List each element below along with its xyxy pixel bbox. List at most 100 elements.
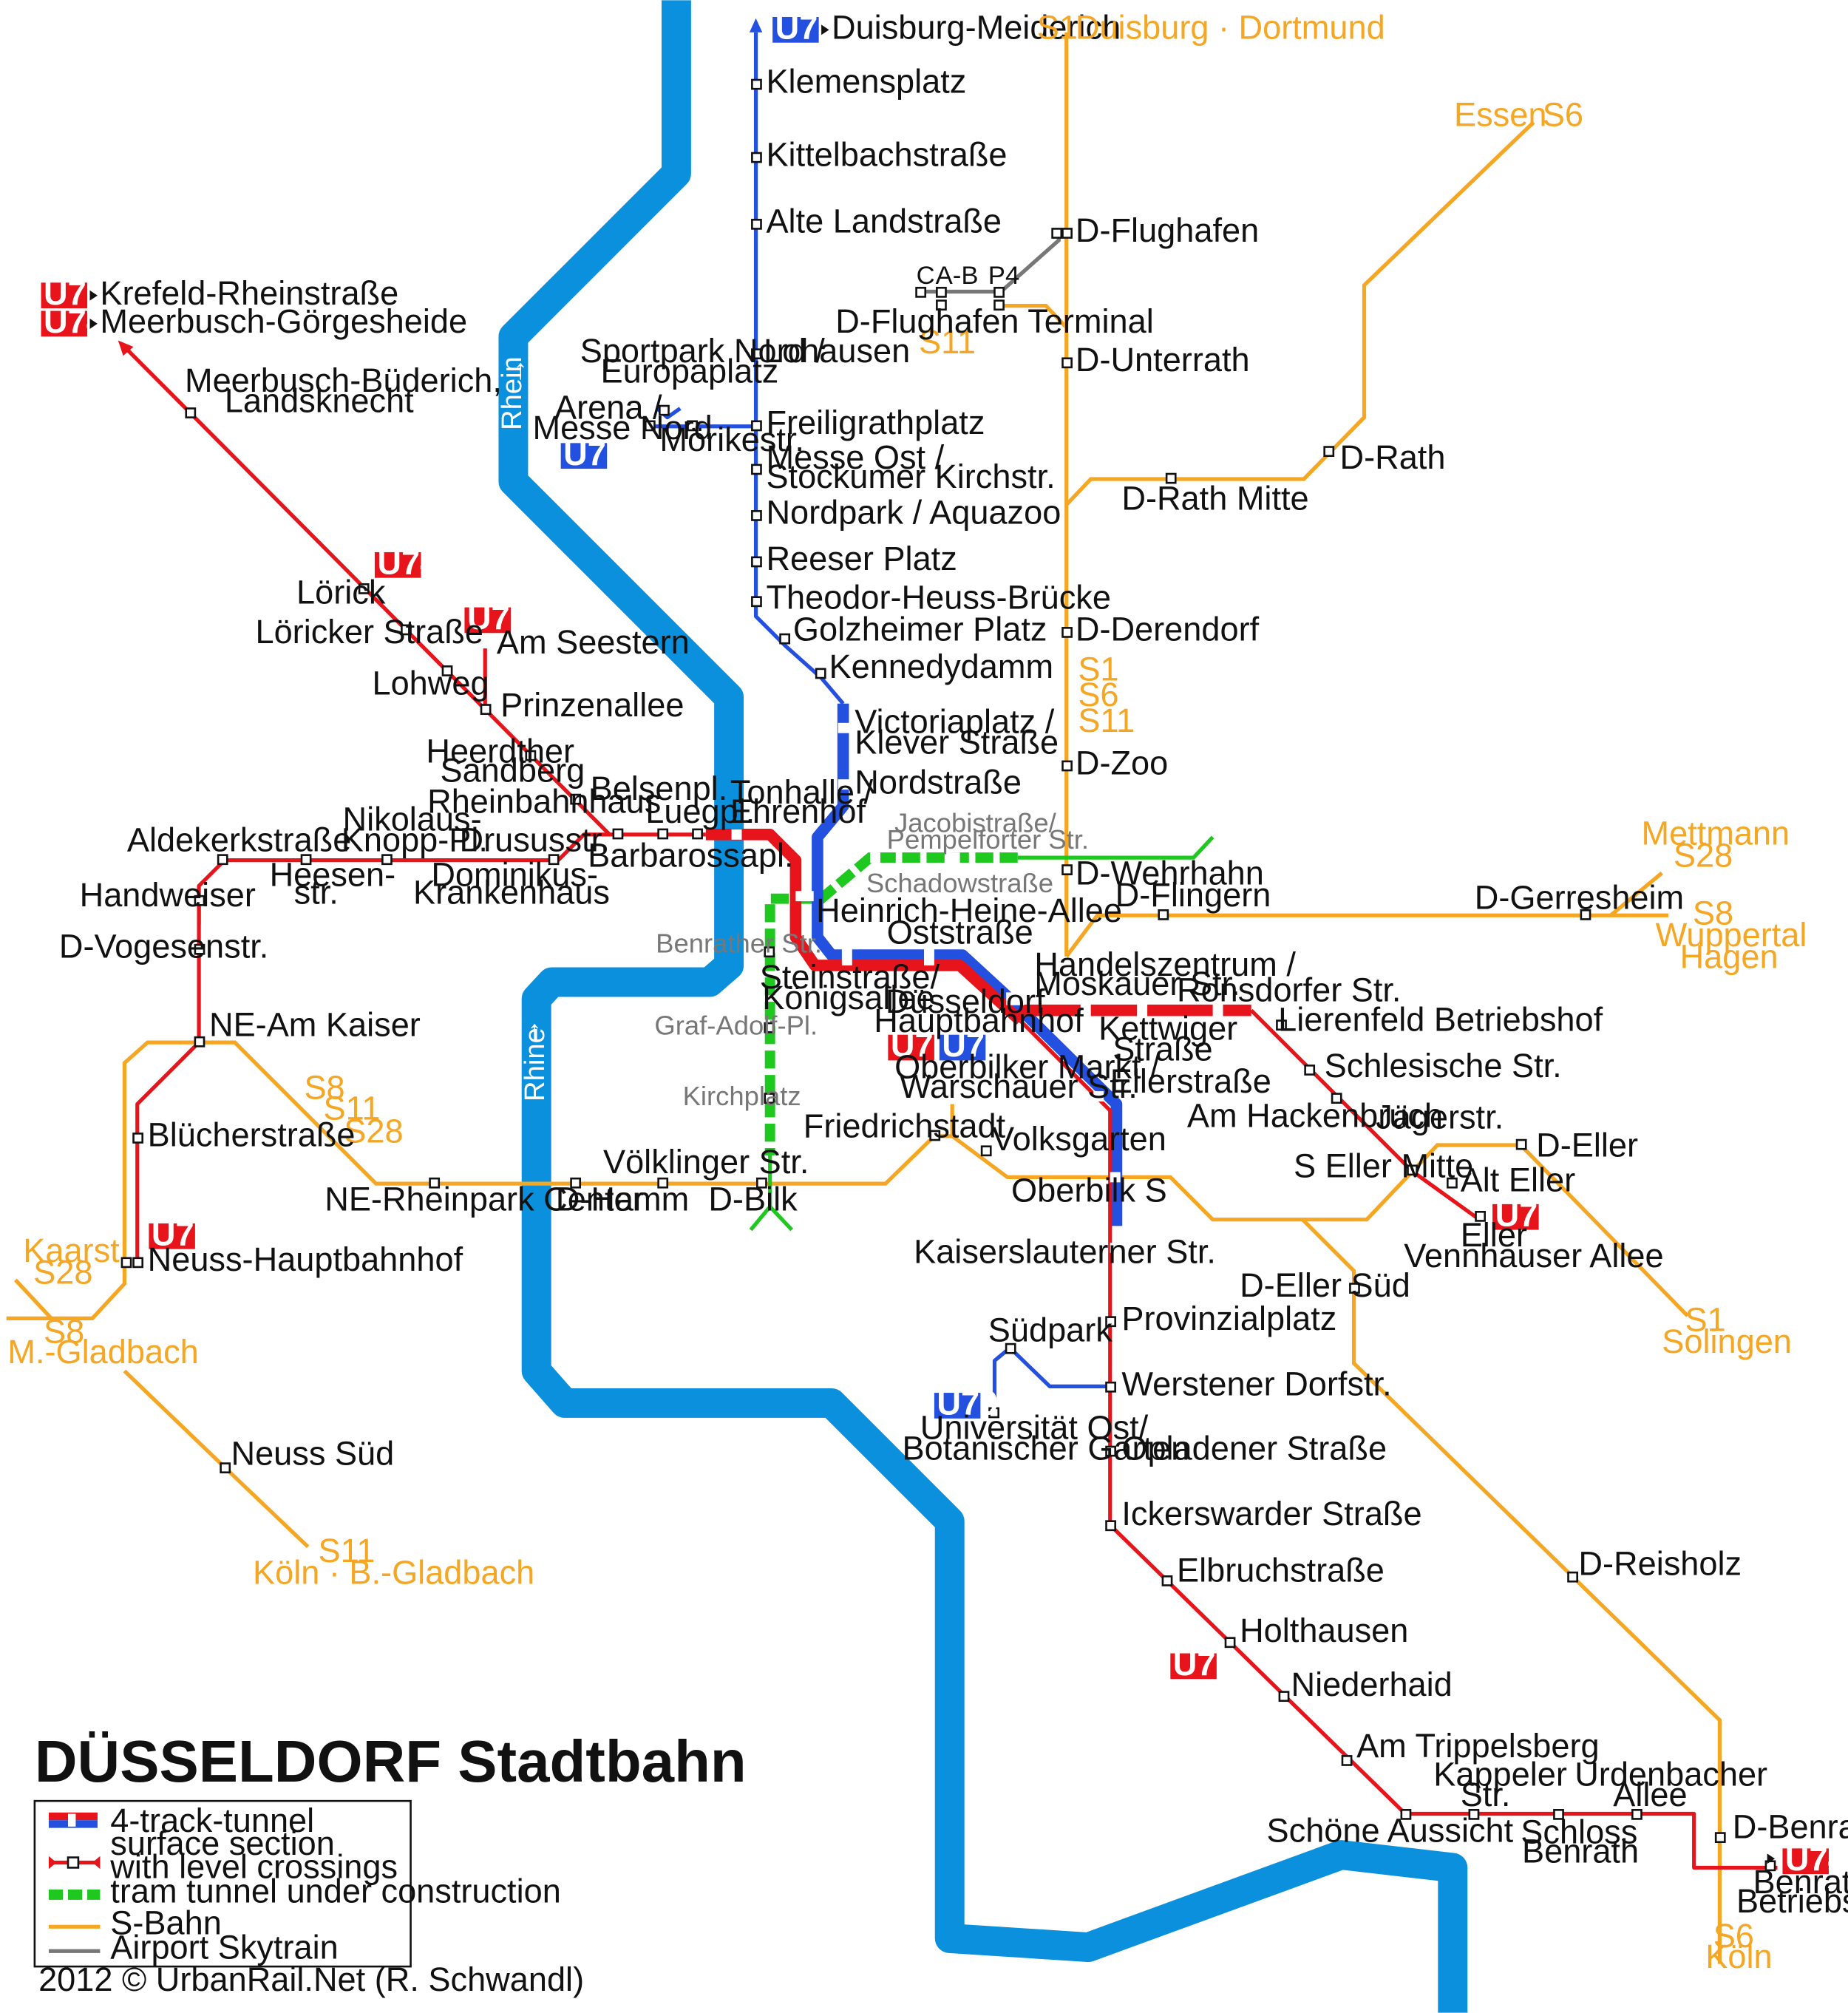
station-schoene-aussicht: Schöne Aussicht bbox=[1267, 1812, 1514, 1850]
sbahn-koeln-s6: S6 bbox=[1713, 1917, 1754, 1955]
station-heerdt-1: Heerdther bbox=[426, 733, 574, 770]
station-oberbilker-2: Warschauer Str. bbox=[900, 1067, 1138, 1105]
station-schloss-benrath-2: Benrath bbox=[1522, 1832, 1639, 1870]
station-reeser-platz: Reeser Platz bbox=[766, 540, 957, 577]
station-alte-landstrasse: Alte Landstraße bbox=[766, 203, 1002, 240]
station-vogesenstr: D-Vogesenstr. bbox=[59, 928, 268, 965]
station-bilk: D-Bilk bbox=[708, 1181, 798, 1218]
sbahn-koeln: Köln bbox=[1705, 1938, 1772, 1975]
sbahn-kaarst: Kaarst bbox=[23, 1232, 120, 1269]
legend-tunnel: 4-track-tunnel bbox=[110, 1802, 314, 1839]
station-heinrich-heine: Heinrich-Heine-Allee bbox=[816, 892, 1122, 929]
river-arrow-rhine: ↑ bbox=[528, 1015, 542, 1047]
station-am-hackenbruch: Am Hackenbruch bbox=[1187, 1097, 1443, 1135]
station-gerresheim: D-Gerresheim bbox=[1475, 879, 1684, 917]
badge-u76-nw-text: U76 bbox=[44, 274, 105, 312]
station-rath-mitte: D-Rath Mitte bbox=[1121, 480, 1308, 517]
station-am-seestern: Am Seestern bbox=[497, 623, 690, 661]
station-ickerswarder: Ickerswarder Straße bbox=[1121, 1495, 1421, 1532]
station-nikolaus-2: Knopp-Pl. bbox=[342, 821, 488, 858]
station-lohausen: Lohausen bbox=[764, 332, 910, 370]
station-victoriaplatz-2: Klever Straße bbox=[855, 723, 1059, 761]
station-aldekerk: Aldekerkstraße bbox=[127, 821, 351, 858]
station-nordstrasse: Nordstraße bbox=[855, 763, 1022, 801]
station-steinstrasse-2: Königsallee bbox=[762, 979, 934, 1016]
sbahn-s11-mid: S11 bbox=[1078, 702, 1135, 739]
station-prinzenallee: Prinzenallee bbox=[500, 686, 684, 724]
badge-u79-top bbox=[772, 16, 819, 43]
station-nikolaus-1: Nikolaus- bbox=[343, 801, 482, 838]
station-benrath-bh-2: Betriebshof bbox=[1736, 1882, 1848, 1920]
airport-ab: A-B bbox=[936, 262, 979, 290]
sbahn-s1-mid: S1 bbox=[1078, 651, 1118, 688]
sbahn-essen-s6: S6 bbox=[1543, 96, 1583, 134]
terminus-krefeld: Krefeld-Rheinstraße bbox=[100, 274, 398, 312]
badge-u77-south-text: U77 bbox=[1173, 1645, 1234, 1683]
river-arrow-rhein: ↑ bbox=[513, 354, 527, 386]
station-derendorf: D-Derendorf bbox=[1076, 611, 1260, 648]
station-neuss-sued: Neuss Süd bbox=[231, 1434, 394, 1472]
station-ellerstrasse: Ellerstraße bbox=[1110, 1062, 1271, 1100]
badge-u78-hbf-text: U78 bbox=[942, 1026, 1003, 1064]
station-kaiserslauterner: Kaiserslauterner Str. bbox=[914, 1233, 1216, 1271]
station-eller-sued: D-Eller Süd bbox=[1240, 1266, 1410, 1304]
sbahn-koeln-gladbach: Köln · B.-Gladbach bbox=[253, 1554, 534, 1592]
station-ne-am-kaiser: NE-Am Kaiser bbox=[209, 1005, 421, 1043]
line-arrows bbox=[118, 18, 763, 356]
station-klemensplatz: Klemensplatz bbox=[766, 62, 966, 100]
station-arena-2: Messe Nord bbox=[532, 409, 712, 447]
station-flingern: D-Flingern bbox=[1115, 876, 1271, 914]
station-oststrasse: Oststraße bbox=[887, 913, 1033, 951]
station-labels: Klemensplatz Kittelbachstraße Alte Lands… bbox=[59, 62, 1848, 1920]
airport-c: C bbox=[917, 262, 935, 290]
station-handelszentrum-1: Handelszentrum / bbox=[1034, 946, 1296, 983]
badge-u79-sued-text: U79 bbox=[937, 1385, 998, 1422]
station-oberbilk: Oberbilk S bbox=[1011, 1171, 1167, 1209]
station-opladener: Opladener Straße bbox=[1121, 1429, 1387, 1467]
station-neuss-hbf: Neuss-Hauptbahnhof bbox=[148, 1240, 463, 1278]
station-d-eller: D-Eller bbox=[1536, 1127, 1638, 1164]
badge-u79-top-text: U79 bbox=[775, 8, 837, 46]
legend-sbahn: S-Bahn bbox=[110, 1904, 222, 1942]
sbahn-mg: M.-Gladbach bbox=[7, 1333, 198, 1371]
station-schlesische: Schlesische Str. bbox=[1325, 1047, 1562, 1084]
station-benrather-str: Benrather Str. bbox=[656, 929, 822, 959]
station-suedpark: Südpark bbox=[988, 1311, 1113, 1349]
station-lorick: Lörick bbox=[296, 573, 386, 611]
station-jacobistrasse-1: Jacobistraße/ bbox=[894, 807, 1057, 838]
station-sportpark-2: Europaplatz bbox=[600, 353, 778, 390]
station-hamm: D-Hamm bbox=[556, 1181, 689, 1218]
station-rath: D-Rath bbox=[1340, 438, 1446, 476]
sbahn-s11-airport: S11 bbox=[919, 323, 976, 361]
station-meerbusch-buederich-1: Meerbusch-Büderich, bbox=[185, 361, 502, 399]
station-handelszentrum-2: Moskauer Str. bbox=[1034, 965, 1240, 1002]
station-flughafen-terminal: D-Flughafen Terminal bbox=[835, 302, 1154, 340]
sbahn-wuppertal-s8: S8 bbox=[1693, 894, 1733, 931]
station-kittelbachstrasse: Kittelbachstraße bbox=[766, 135, 1007, 173]
station-tonhalle-2: Ehrenhof bbox=[730, 792, 866, 830]
badge-u75-neuss-text: U75 bbox=[152, 1215, 213, 1252]
sbahn-s6-mid: S6 bbox=[1078, 676, 1118, 713]
station-kettwiger-2: Straße bbox=[1112, 1030, 1212, 1067]
station-uni-ost-1: Universität Ost/ bbox=[920, 1409, 1149, 1447]
airport-labels: C A-B P4 bbox=[917, 262, 1020, 290]
station-alt-eller: Alt Eller bbox=[1461, 1161, 1575, 1199]
sbahn-s8-neuss: S8 bbox=[304, 1069, 344, 1107]
badge-u74-lorick-text: U74 bbox=[377, 543, 438, 581]
sbahn-s11-neuss: S11 bbox=[323, 1089, 380, 1127]
legend: 4-track-tunnel surface section with leve… bbox=[33, 1799, 561, 1968]
station-kennedydamm: Kennedydamm bbox=[829, 648, 1054, 685]
legend-surface-1: surface section bbox=[110, 1824, 334, 1862]
station-voelklinger: Völklinger Str. bbox=[603, 1143, 809, 1181]
sbahn-s1-top: S1 bbox=[1037, 8, 1078, 46]
station-flughafen: D-Flughafen bbox=[1076, 211, 1259, 249]
sbahn-s28-neuss: S28 bbox=[344, 1113, 403, 1150]
sbahn-mettmann-s28: S28 bbox=[1674, 836, 1733, 874]
termini-labels: Duisburg-Meiderich Krefeld-Rheinstraße M… bbox=[89, 8, 1776, 1864]
station-heesen-1: Heesen- bbox=[270, 855, 396, 893]
station-kappeler-1: Kappeler bbox=[1433, 1755, 1567, 1793]
station-eller-vennhauser-1: Eller bbox=[1461, 1216, 1527, 1254]
badge-u77-seestern-text: U77 bbox=[467, 599, 529, 637]
sbahn-mettmann: Mettmann bbox=[1641, 815, 1790, 852]
